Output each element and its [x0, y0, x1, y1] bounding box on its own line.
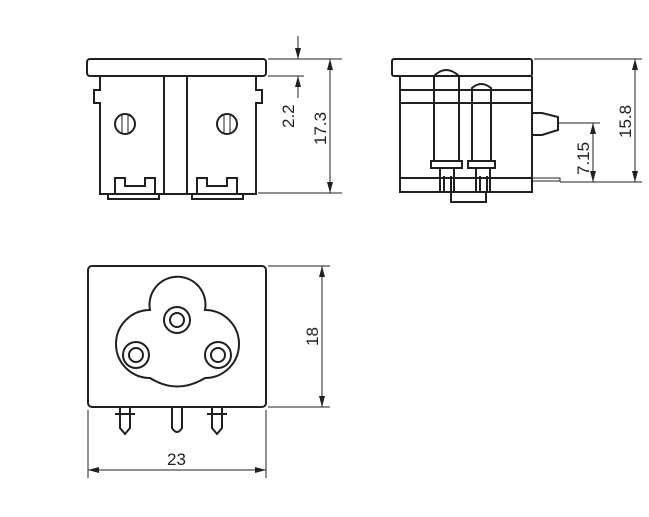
dim-side-height: 15.8: [616, 105, 635, 138]
dim-front-height: 18: [303, 327, 322, 346]
screw-hole-left: [114, 113, 136, 135]
screw-hole-right: [216, 113, 238, 135]
dim-top-height: 17.3: [311, 112, 330, 145]
socket-outline: [115, 275, 240, 388]
dim-front-width: 23: [167, 450, 186, 469]
side-view: 7.15 15.8: [391, 58, 642, 203]
top-view: 2.2 17.3: [86, 36, 342, 200]
dim-side-pin-height: 7.15: [574, 142, 593, 175]
front-view: 18 23: [87, 265, 330, 478]
dim-flange-thickness: 2.2: [279, 104, 298, 128]
